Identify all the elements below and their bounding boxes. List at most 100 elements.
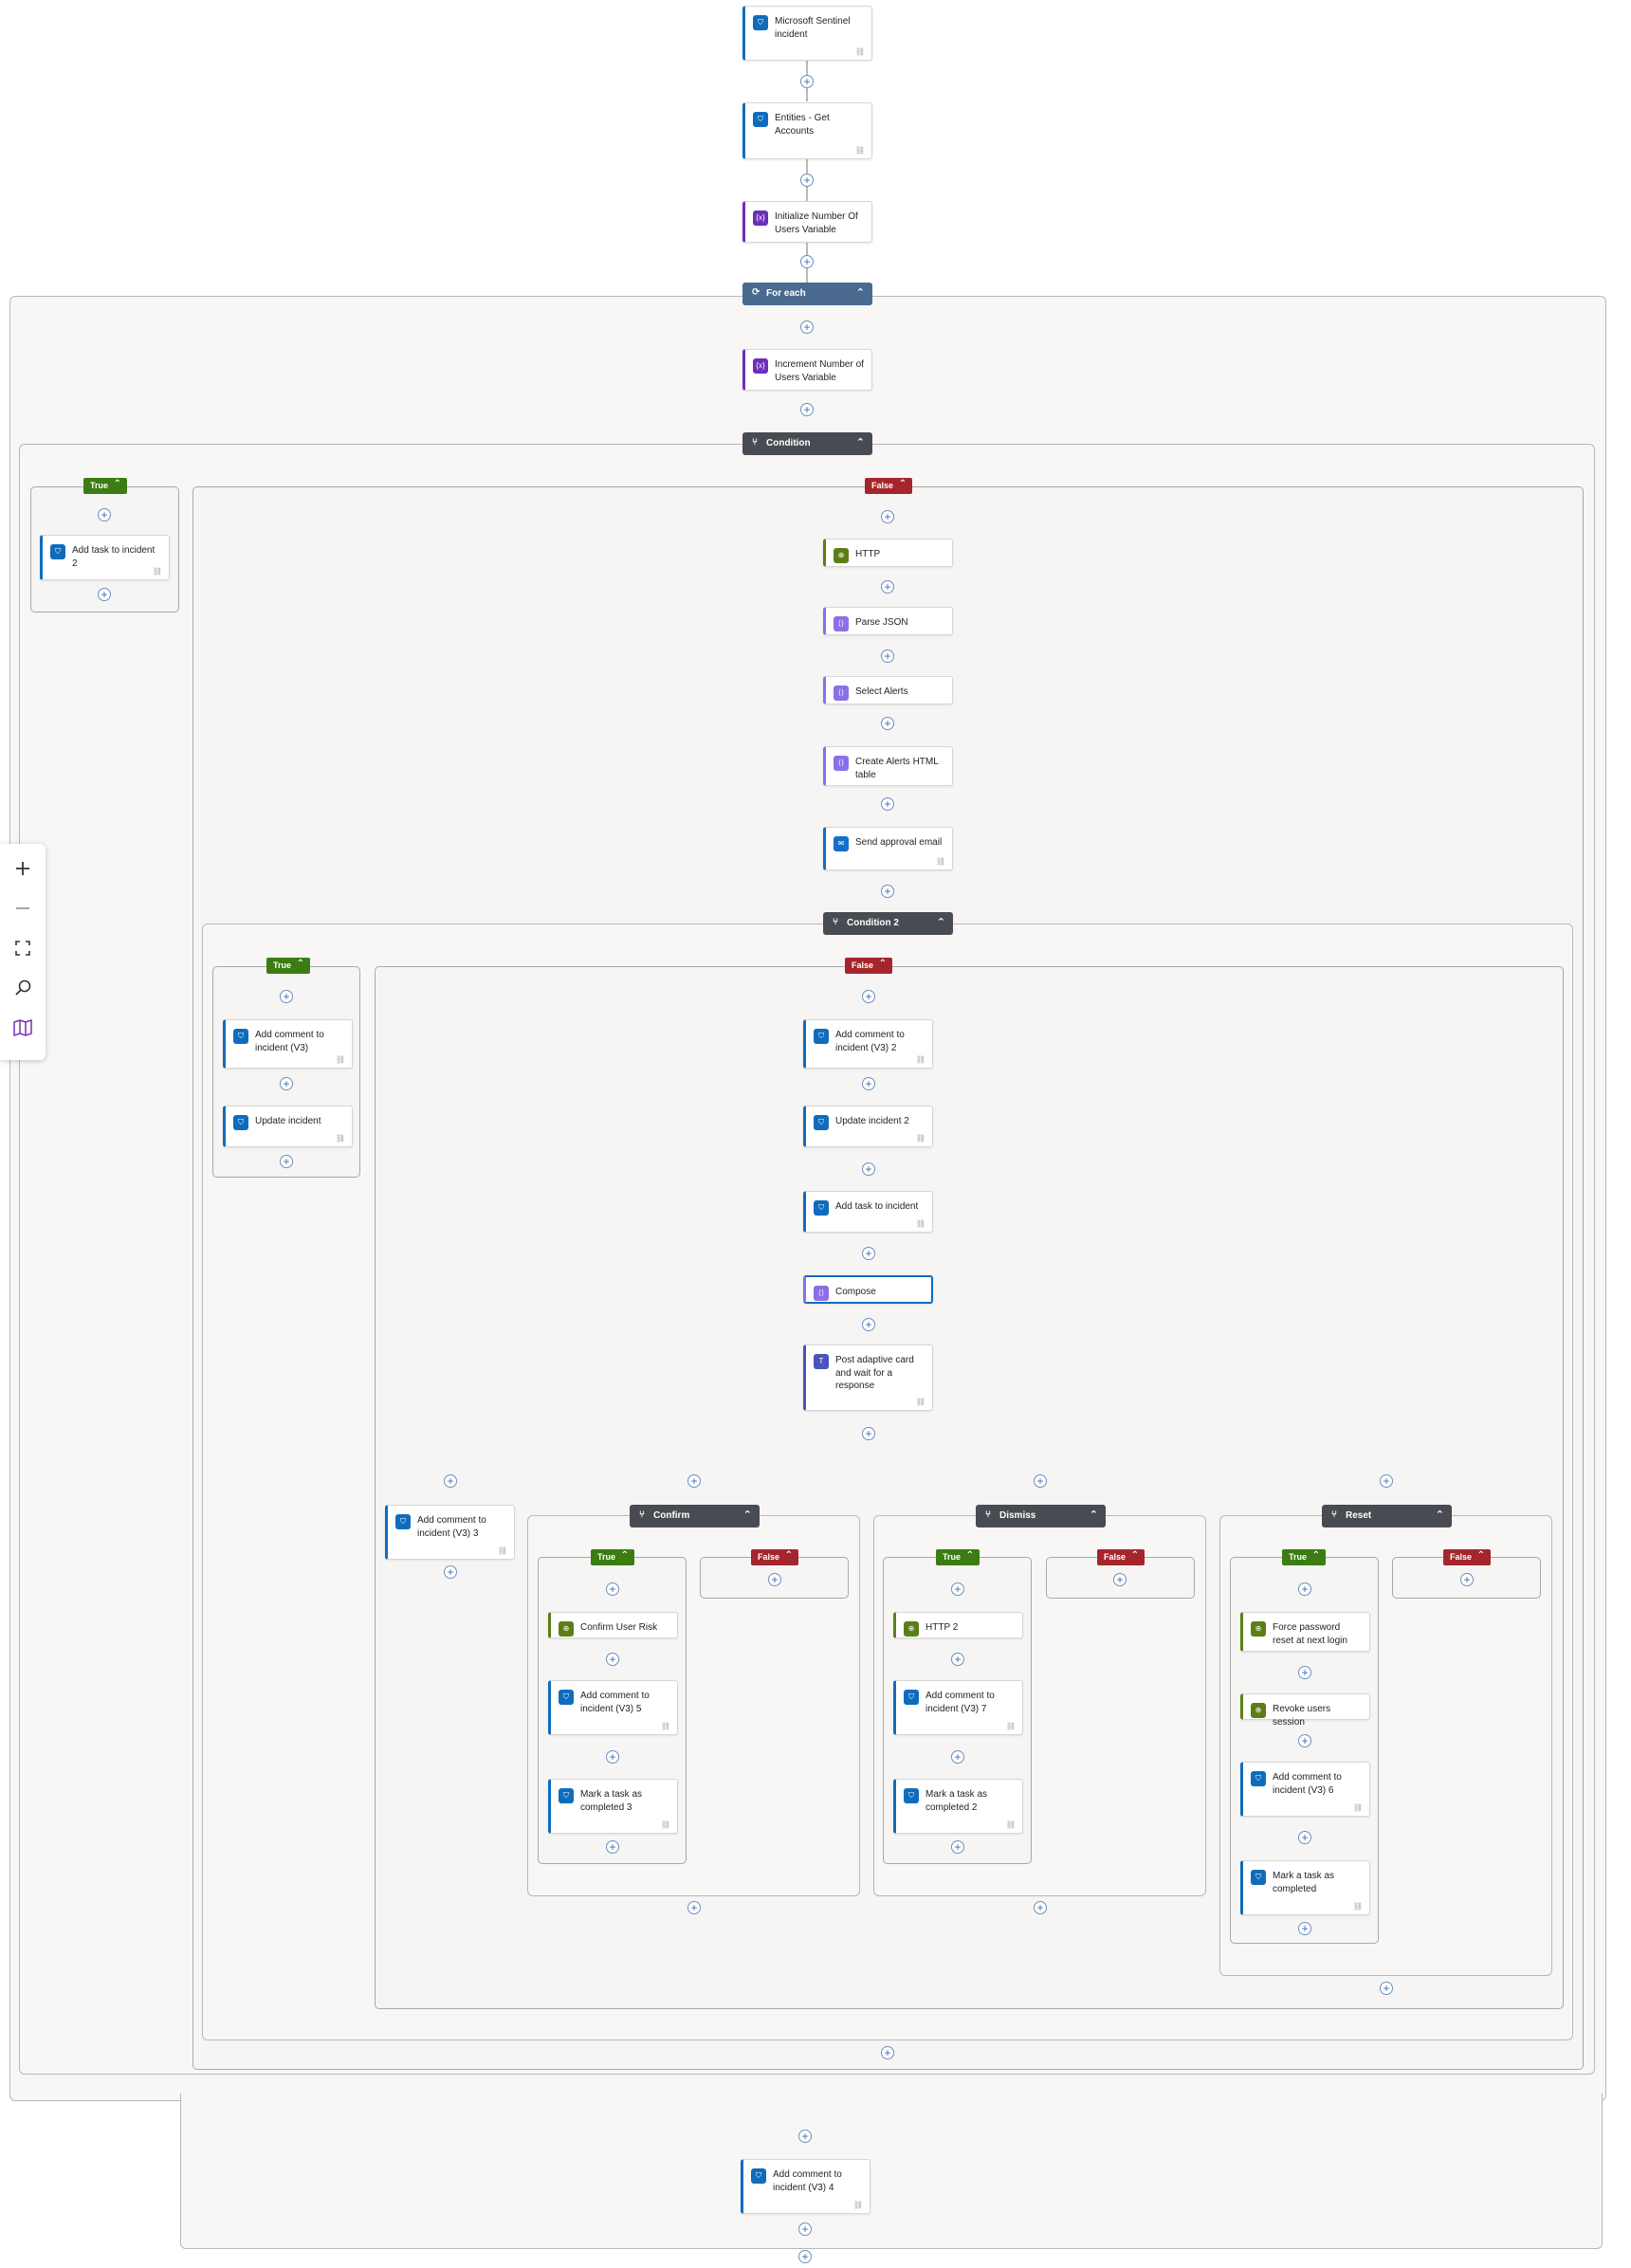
chevron-up-icon[interactable]: ⌃ [1089,1509,1098,1521]
action-card-n13[interactable]: ⛉Add comment to incident (V3) 2⛓ [803,1019,933,1069]
search-button[interactable] [0,969,46,1007]
false-branch-pill[interactable]: False⌃ [751,1549,798,1565]
add-action-button[interactable]: + [606,1750,619,1764]
action-card-n3[interactable]: {x}Initialize Number Of Users Variable [742,201,872,243]
add-action-button[interactable]: + [881,649,894,663]
add-action-button[interactable]: + [1298,1582,1311,1596]
add-action-button[interactable]: + [881,2046,894,2059]
add-action-button[interactable]: + [606,1582,619,1596]
zoom-out-button[interactable] [0,889,46,927]
zoom-in-button[interactable] [0,850,46,887]
add-action-button[interactable]: + [1460,1573,1474,1586]
add-action-button[interactable]: + [881,885,894,898]
add-action-button[interactable]: + [1380,1474,1393,1488]
action-card-n14[interactable]: ⛉Update incident 2⛓ [803,1106,933,1147]
action-card-n26[interactable]: ⊕Revoke users session [1240,1693,1370,1728]
action-card-n20[interactable]: ⛉Add comment to incident (V3) 5⛓ [548,1680,678,1735]
add-action-button[interactable]: + [881,797,894,811]
add-action-button[interactable]: + [98,508,111,521]
action-card-n6[interactable]: ⊕HTTP [823,539,953,567]
chevron-up-icon[interactable]: ⌃ [855,287,865,299]
add-action-button[interactable]: + [862,1077,875,1090]
add-action-button[interactable]: + [1298,1734,1311,1747]
add-action-button[interactable]: + [444,1474,457,1488]
add-action-button[interactable]: + [444,1565,457,1579]
add-action-button[interactable]: + [800,75,814,88]
add-action-button[interactable]: + [606,1653,619,1666]
add-action-button[interactable]: + [862,1247,875,1260]
action-card-n12[interactable]: ⛉Update incident⛓ [223,1106,353,1147]
false-branch-pill[interactable]: False⌃ [1097,1549,1145,1565]
add-action-button[interactable]: + [1298,1666,1311,1679]
add-action-button[interactable]: + [768,1573,781,1586]
add-action-button[interactable]: + [951,1750,964,1764]
add-action-button[interactable]: + [951,1653,964,1666]
action-card-n16[interactable]: ⟨⟩Compose [803,1275,933,1304]
add-action-button[interactable]: + [1034,1901,1047,1914]
add-action-button[interactable]: + [798,2222,812,2236]
condition2-header[interactable]: ⑂ Condition 2 ⌃ [823,912,953,935]
add-action-button[interactable]: + [862,1427,875,1440]
add-action-button[interactable]: + [951,1582,964,1596]
false-branch-pill[interactable]: False⌃ [865,478,912,494]
add-action-button[interactable]: + [280,990,293,1003]
add-action-button[interactable]: + [800,320,814,334]
add-action-button[interactable]: + [800,403,814,416]
true-branch-pill[interactable]: True⌃ [591,1549,634,1565]
action-card-n24[interactable]: ⛉Mark a task as completed 2⛓ [893,1779,1023,1834]
chevron-up-icon[interactable]: ⌃ [936,917,945,928]
add-action-button[interactable]: + [951,1840,964,1854]
action-card-n21[interactable]: ⛉Mark a task as completed 3⛓ [548,1779,678,1834]
reset-header[interactable]: ⑂ Reset ⌃ [1322,1505,1452,1527]
action-card-n7[interactable]: ⟨⟩Parse JSON [823,607,953,635]
action-card-n22[interactable]: ⊕HTTP 2 [893,1612,1023,1638]
add-action-button[interactable]: + [798,2130,812,2143]
add-action-button[interactable]: + [862,1318,875,1331]
add-action-button[interactable]: + [280,1155,293,1168]
add-action-button[interactable]: + [800,255,814,268]
action-card-n9[interactable]: ⟨⟩Create Alerts HTML table [823,746,953,786]
chevron-up-icon[interactable]: ⌃ [1435,1509,1444,1521]
add-action-button[interactable]: + [1298,1831,1311,1844]
action-card-n10[interactable]: ✉Send approval email⛓ [823,827,953,870]
add-action-button[interactable]: + [1034,1474,1047,1488]
true-branch-pill[interactable]: True⌃ [83,478,127,494]
action-card-n19[interactable]: ⊕Confirm User Risk [548,1612,678,1638]
condition-header[interactable]: ⑂ Condition ⌃ [742,432,872,455]
foreach-header[interactable]: ⟳ For each ⌃ [742,283,872,305]
add-action-button[interactable]: + [280,1077,293,1090]
add-action-button[interactable]: + [687,1901,701,1914]
action-card-n27[interactable]: ⛉Add comment to incident (V3) 6⛓ [1240,1762,1370,1817]
action-card-n23[interactable]: ⛉Add comment to incident (V3) 7⛓ [893,1680,1023,1735]
false-branch-pill[interactable]: False⌃ [1443,1549,1491,1565]
chevron-up-icon[interactable]: ⌃ [855,437,865,448]
confirm-header[interactable]: ⑂ Confirm ⌃ [630,1505,760,1527]
add-action-button[interactable]: + [881,580,894,594]
add-action-button[interactable]: + [862,990,875,1003]
fit-view-button[interactable] [0,929,46,967]
action-card-n15[interactable]: ⛉Add task to incident⛓ [803,1191,933,1233]
action-card-n25[interactable]: ⊕Force password reset at next login [1240,1612,1370,1652]
add-action-button[interactable]: + [881,717,894,730]
action-card-n1[interactable]: ⛉Microsoft Sentinel incident⛓ [742,6,872,61]
add-action-button[interactable]: + [98,588,111,601]
chevron-up-icon[interactable]: ⌃ [742,1509,752,1521]
add-action-button[interactable]: + [881,510,894,523]
true-branch-pill[interactable]: True⌃ [266,958,310,974]
false-branch-pill[interactable]: False⌃ [845,958,892,974]
true-branch-pill[interactable]: True⌃ [1282,1549,1326,1565]
add-action-button[interactable]: + [798,2250,812,2263]
add-action-button[interactable]: + [800,174,814,187]
action-card-n28[interactable]: ⛉Mark a task as completed⛓ [1240,1860,1370,1915]
dismiss-header[interactable]: ⑂ Dismiss ⌃ [976,1505,1106,1527]
action-card-n8[interactable]: ⟨⟩Select Alerts [823,676,953,704]
add-action-button[interactable]: + [1380,1982,1393,1995]
action-card-n4[interactable]: {x}Increment Number of Users Variable [742,349,872,391]
action-card-n2[interactable]: ⛉Entities - Get Accounts⛓ [742,102,872,159]
add-action-button[interactable]: + [1298,1922,1311,1935]
action-card-n29[interactable]: ⛉Add comment to incident (V3) 4⛓ [741,2159,870,2214]
add-action-button[interactable]: + [862,1162,875,1176]
add-action-button[interactable]: + [687,1474,701,1488]
minimap-button[interactable] [0,1009,46,1047]
